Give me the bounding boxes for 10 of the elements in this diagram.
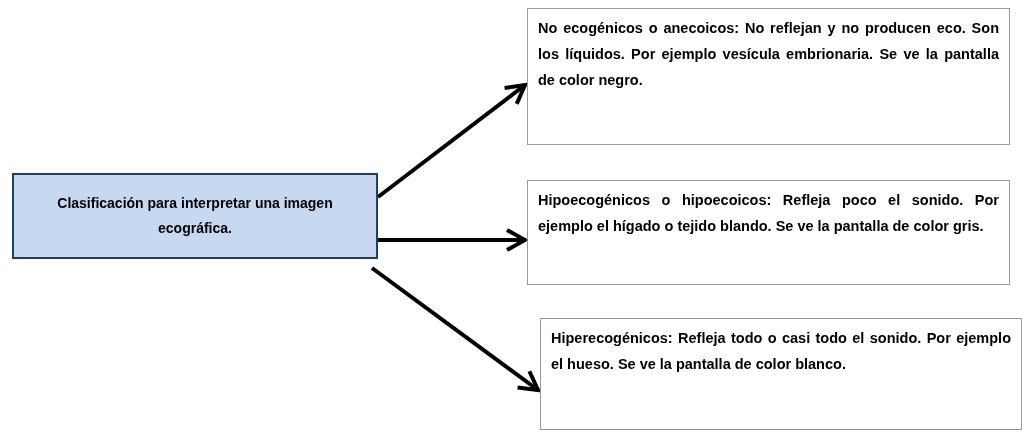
topic-box bbox=[12, 173, 378, 259]
description-box bbox=[540, 318, 1022, 430]
arrow bbox=[378, 228, 527, 252]
node-text: Hipoecogénicos o hipoecoicos: Refleja poco el sonido. Por ejemplo el hígado o tejido blando. Se ve la pantalla de color gris. bbox=[538, 191, 999, 236]
node-text: No ecogénicos o anecoicos: No reflejan y no producen eco. Son los líquidos. Por ejemplo vesícula embrionaria. Se ve la pantalla de color negro. bbox=[538, 19, 999, 90]
description-box bbox=[527, 180, 1010, 285]
node-text: Clasificación para interpretar una imagen ecográfica. bbox=[56, 194, 334, 238]
node-text: Hiperecogénicos: Refleja todo o casi todo el sonido. Por ejemplo el hueso. Se ve la pantalla de color blanco. bbox=[551, 329, 1011, 374]
arrow bbox=[370, 266, 540, 392]
description-box bbox=[527, 8, 1010, 145]
